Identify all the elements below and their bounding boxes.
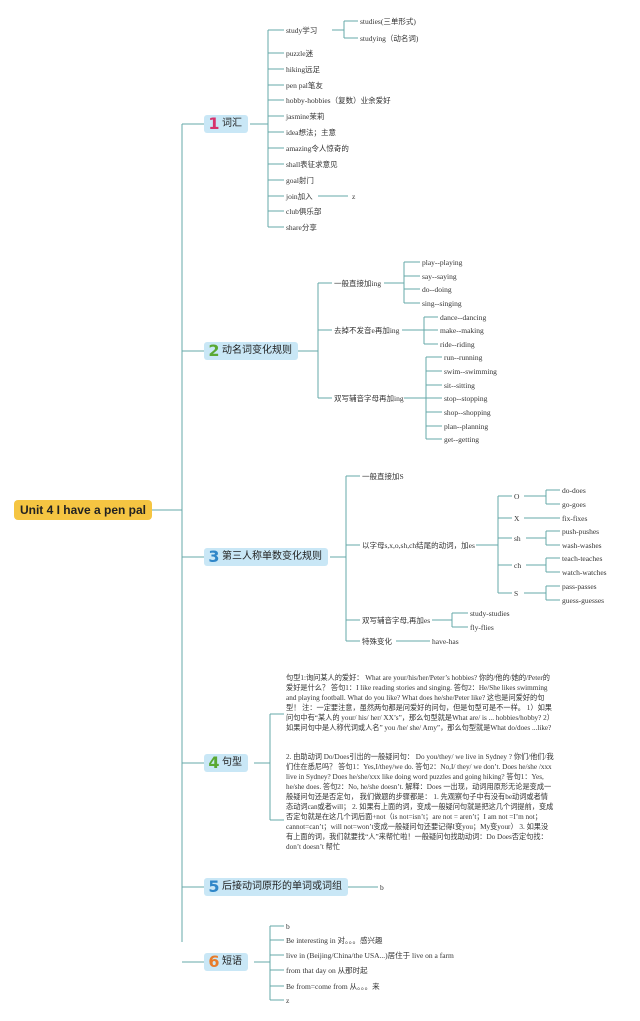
- phrase-item[interactable]: Be from=come from 从。。。来: [286, 982, 380, 991]
- vocab-item[interactable]: club俱乐部: [286, 207, 322, 216]
- rule-example[interactable]: have-has: [432, 637, 459, 646]
- rule-example[interactable]: guess-guesses: [562, 596, 605, 605]
- vocab-item[interactable]: join加入: [286, 192, 313, 201]
- category-label: 后接动词原形的单词或词组: [222, 881, 342, 892]
- phrase-item[interactable]: from that day on 从那时起: [286, 966, 368, 975]
- rule-example[interactable]: do-does: [562, 486, 586, 495]
- phrase-item[interactable]: live in (Beijing/China/the USA...)居住于 li…: [286, 951, 454, 960]
- category-number: 5: [208, 877, 220, 896]
- vocab-sub-item[interactable]: z: [352, 192, 356, 201]
- category-number: 3: [208, 547, 220, 566]
- category-label: 句型: [222, 757, 242, 768]
- rule-example[interactable]: fix-fixes: [562, 514, 588, 523]
- rule-example[interactable]: swim--swimming: [444, 367, 497, 376]
- category-number: 1: [208, 114, 220, 133]
- rule-example[interactable]: sit--sitting: [444, 381, 475, 390]
- rule-group[interactable]: 双写辅音字母再加ing: [334, 394, 404, 403]
- ending-letter[interactable]: S: [514, 589, 519, 598]
- rule-example[interactable]: ride--riding: [440, 340, 475, 349]
- rule-example[interactable]: teach-teaches: [562, 554, 603, 563]
- vocab-item[interactable]: study学习: [286, 26, 318, 35]
- ending-letter[interactable]: ch: [514, 561, 522, 570]
- vocab-item[interactable]: puzzle迷: [286, 49, 314, 58]
- ending-letter[interactable]: sh: [514, 534, 521, 543]
- vocab-item[interactable]: shall表征求意见: [286, 160, 338, 169]
- rule-example[interactable]: watch-watches: [562, 568, 607, 577]
- rule-example[interactable]: fly-flies: [470, 623, 494, 632]
- rule-example[interactable]: pass-passes: [562, 582, 597, 591]
- vocab-item[interactable]: pen pal笔友: [286, 81, 323, 90]
- vocab-item[interactable]: goal射门: [286, 176, 314, 185]
- vocab-item[interactable]: hiking远足: [286, 65, 321, 74]
- category-label: 短语: [222, 956, 242, 967]
- vocab-sub-item[interactable]: studying（动名词): [360, 34, 419, 43]
- category-number: 6: [208, 952, 220, 971]
- rule-example[interactable]: dance--dancing: [440, 313, 487, 322]
- rule-group[interactable]: 双写辅音字母,再加es: [362, 616, 431, 625]
- rule-example[interactable]: do--doing: [422, 285, 452, 294]
- rule-example[interactable]: stop--stopping: [444, 394, 488, 403]
- category-label: 动名词变化规则: [222, 345, 292, 356]
- rule-example[interactable]: plan--planning: [444, 422, 489, 431]
- phrase-item[interactable]: Be interesting in 对。。。感兴趣: [286, 936, 383, 945]
- category-number: 2: [208, 341, 220, 360]
- phrase-item[interactable]: z: [286, 996, 290, 1005]
- phrase-item[interactable]: b: [286, 922, 290, 931]
- ending-letter[interactable]: O: [514, 492, 520, 501]
- vocab-item[interactable]: idea想法；主意: [286, 128, 336, 137]
- rule-example[interactable]: say--saying: [422, 272, 457, 281]
- category-number: 4: [208, 753, 220, 772]
- rule-group[interactable]: 去掉不发音e再加ing: [334, 326, 400, 335]
- rule-example[interactable]: go-goes: [562, 500, 586, 509]
- rule-group[interactable]: 一般直接加S: [362, 472, 404, 481]
- ending-letter[interactable]: X: [514, 514, 520, 523]
- rule-example[interactable]: study-studies: [470, 609, 510, 618]
- base-verb-item[interactable]: b: [380, 883, 384, 892]
- rule-example[interactable]: shop--shopping: [444, 408, 491, 417]
- sentence-pattern-paragraph-2[interactable]: 2. 由助动词 Do/Does引出的一般疑问句： Do you/they/ we…: [286, 753, 554, 851]
- rule-example[interactable]: wash-washes: [562, 541, 602, 550]
- rule-example[interactable]: make--making: [440, 326, 484, 335]
- rule-group[interactable]: 一般直接加ing: [334, 279, 382, 288]
- category-label: 第三人称单数变化规则: [222, 551, 322, 562]
- category-label: 词汇: [222, 118, 242, 129]
- vocab-item[interactable]: hobby-hobbies（复数）业余爱好: [286, 96, 391, 105]
- sentence-pattern-paragraph-1[interactable]: 句型1:询问某人的爱好： What are your/his/her/Peter…: [286, 674, 554, 732]
- rule-group[interactable]: 以字母s,x,o,sh,ch结尾的动词，加es: [362, 541, 475, 550]
- root-topic[interactable]: Unit 4 I have a pen pal: [14, 500, 152, 520]
- vocab-sub-item[interactable]: studies(三单形式): [360, 17, 416, 26]
- vocab-item[interactable]: amazing令人惊奇的: [286, 144, 349, 153]
- vocab-item[interactable]: share分享: [286, 223, 317, 232]
- rule-group[interactable]: 特殊变化: [362, 637, 392, 646]
- rule-example[interactable]: run--running: [444, 353, 483, 362]
- vocab-item[interactable]: jasmine茉莉: [286, 112, 325, 121]
- rule-example[interactable]: sing--singing: [422, 299, 462, 308]
- rule-example[interactable]: get--getting: [444, 435, 479, 444]
- rule-example[interactable]: push-pushes: [562, 527, 600, 536]
- rule-example[interactable]: play--playing: [422, 258, 463, 267]
